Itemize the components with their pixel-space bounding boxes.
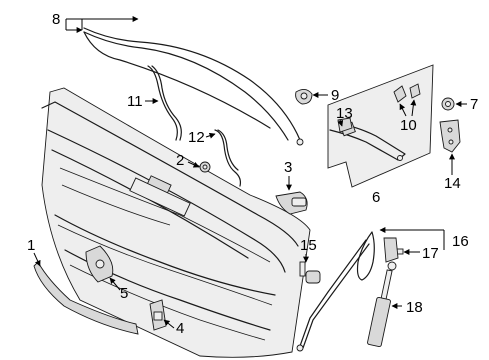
- part-16-cable: [296, 231, 375, 352]
- part-7-grommet: [441, 97, 455, 111]
- part-3-latch: [275, 191, 308, 215]
- callout-15: 15: [300, 237, 317, 263]
- callout-1-label: 1: [27, 237, 35, 254]
- callout-5: 5: [109, 277, 128, 302]
- callout-12-label: 12: [188, 129, 205, 146]
- callout-7: 7: [455, 96, 478, 113]
- part-5-lock: [85, 245, 114, 283]
- callout-15-label: 15: [300, 237, 317, 254]
- callout-18-label: 18: [406, 299, 423, 316]
- callout-2-label: 2: [176, 152, 184, 169]
- part-2-grommet: [199, 161, 211, 173]
- callout-16-label: 16: [452, 233, 469, 250]
- callout-8: 8: [52, 11, 139, 33]
- part-18-strut: [367, 261, 397, 348]
- tailgate-panel: [41, 87, 311, 358]
- part-8-cable: [83, 27, 304, 146]
- callout-9: 9: [312, 87, 339, 104]
- part-1-trim: [33, 261, 139, 335]
- callout-18: 18: [391, 299, 423, 316]
- callout-6-label: 6: [372, 189, 380, 206]
- callout-13: 13: [336, 105, 353, 127]
- callout-6: 6: [372, 189, 380, 206]
- part-10-clips: [393, 83, 421, 103]
- callout-14: 14: [444, 153, 461, 192]
- callout-14-label: 14: [444, 175, 461, 192]
- part-9-clip: [295, 89, 313, 105]
- callout-10-label: 10: [400, 117, 417, 134]
- callout-1: 1: [27, 237, 41, 267]
- part-4-bracket: [149, 299, 167, 331]
- callout-5-label: 5: [120, 285, 128, 302]
- callout-11: 11: [127, 93, 159, 110]
- callout-17: 17: [403, 245, 439, 262]
- callout-9-label: 9: [331, 87, 339, 104]
- callout-3: 3: [284, 159, 292, 191]
- part-12-rod: [214, 129, 242, 187]
- part-15-bolt: [299, 261, 321, 284]
- part-14-hinge: [439, 119, 461, 153]
- callout-11-label: 11: [127, 93, 143, 110]
- callout-17-label: 17: [422, 245, 439, 262]
- callout-4-label: 4: [176, 320, 184, 337]
- part-17-bolt: [383, 237, 404, 263]
- callout-7-label: 7: [470, 96, 478, 113]
- callout-4: 4: [163, 319, 184, 337]
- callout-16: 16: [379, 227, 469, 250]
- callout-8-label: 8: [52, 11, 60, 28]
- part-11-rod: [147, 65, 182, 141]
- callout-12: 12: [188, 129, 216, 146]
- callout-3-label: 3: [284, 159, 292, 176]
- callout-10: 10: [399, 99, 417, 134]
- callout-2: 2: [176, 152, 200, 169]
- callout-13-label: 13: [336, 105, 353, 122]
